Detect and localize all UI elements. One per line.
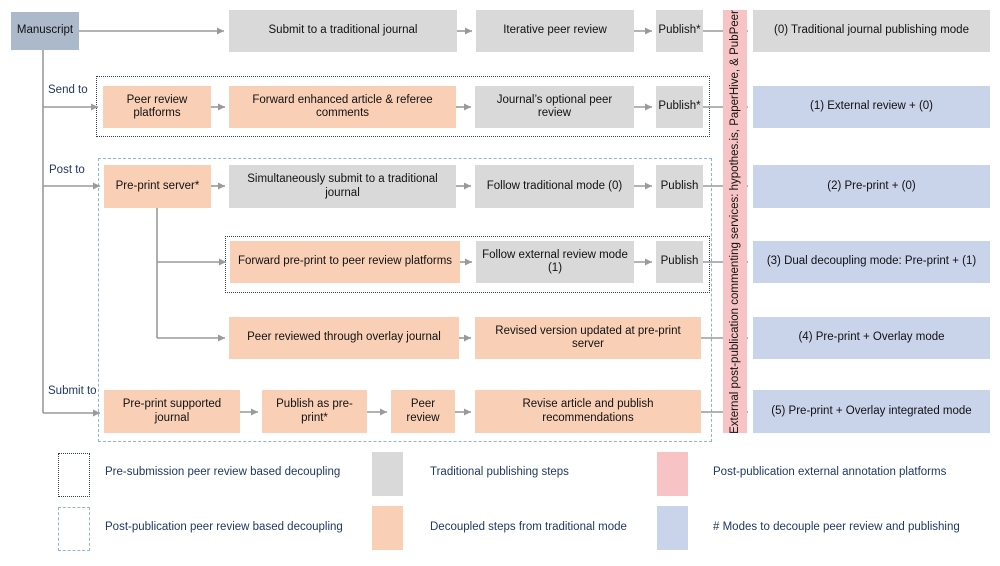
mode-3-box: (3) Dual decoupling mode: Pre-print + (1… — [753, 241, 990, 283]
legend-swatch-post-publication — [58, 507, 90, 551]
follow-traditional-mode-step: Follow traditional mode (0) — [475, 165, 634, 208]
publish-step-row2: Publish — [656, 165, 703, 208]
external-commenting-services-label: External post-publication commenting ser… — [729, 9, 742, 434]
legend-label-modes: # Modes to decouple peer review and publ… — [713, 521, 960, 533]
legend-swatch-annotation — [657, 452, 688, 496]
publish-step-row0: Publish* — [656, 10, 703, 52]
legend-swatch-pre-submission — [58, 453, 90, 497]
publish-step-row3: Publish — [656, 241, 703, 283]
legend-label-post-publication: Post-publication peer review based decou… — [105, 521, 343, 533]
submit-to-label: Submit to — [48, 385, 97, 397]
iterative-peer-review-step: Iterative peer review — [476, 10, 634, 52]
external-commenting-services-bar: External post-publication commenting ser… — [723, 10, 747, 433]
legend-swatch-traditional — [372, 452, 403, 496]
mode-0-box: (0) Traditional journal publishing mode — [753, 10, 990, 52]
mode-1-box: (1) External review + (0) — [753, 86, 990, 128]
pre-print-server-step: Pre-print server* — [104, 165, 211, 208]
manuscript-box: Manuscript — [11, 12, 79, 50]
legend-label-pre-submission: Pre-submission peer review based decoupl… — [105, 466, 341, 478]
submit-traditional-journal-step: Submit to a traditional journal — [229, 10, 457, 52]
revise-and-publish-step: Revise article and publish recommendatio… — [475, 390, 701, 433]
overlay-journal-review-step: Peer reviewed through overlay journal — [229, 317, 459, 359]
publish-step-row1: Publish* — [656, 86, 703, 128]
send-to-label: Send to — [48, 84, 88, 96]
post-publication-group-border — [98, 158, 712, 442]
post-to-label: Post to — [49, 164, 85, 176]
peer-review-platforms-step: Peer review platforms — [103, 86, 211, 128]
legend-label-traditional: Traditional publishing steps — [430, 466, 569, 478]
publish-as-pre-print-step: Publish as pre-print* — [262, 390, 367, 433]
peer-review-step: Peer review — [391, 390, 455, 433]
revised-version-step: Revised version updated at pre-print ser… — [475, 317, 701, 359]
legend-swatch-decoupled — [372, 506, 403, 550]
legend-label-decoupled: Decoupled steps from traditional mode — [430, 521, 627, 533]
follow-external-review-step: Follow external review mode (1) — [476, 241, 634, 283]
forward-enhanced-article-step: Forward enhanced article & referee comme… — [229, 86, 456, 128]
legend-label-annotation: Post-publication external annotation pla… — [713, 466, 947, 478]
legend-swatch-modes — [657, 506, 688, 550]
mode-4-box: (4) Pre-print + Overlay mode — [753, 317, 990, 359]
simultaneous-submit-step: Simultaneously submit to a traditional j… — [229, 165, 456, 208]
mode-5-box: (5) Pre-print + Overlay integrated mode — [753, 390, 990, 433]
journal-optional-review-step: Journal’s optional peer review — [475, 86, 634, 128]
mode-2-box: (2) Pre-print + (0) — [753, 165, 990, 208]
pre-print-supported-journal-step: Pre-print supported journal — [104, 390, 240, 433]
forward-pre-print-step: Forward pre-print to peer review platfor… — [230, 241, 460, 283]
